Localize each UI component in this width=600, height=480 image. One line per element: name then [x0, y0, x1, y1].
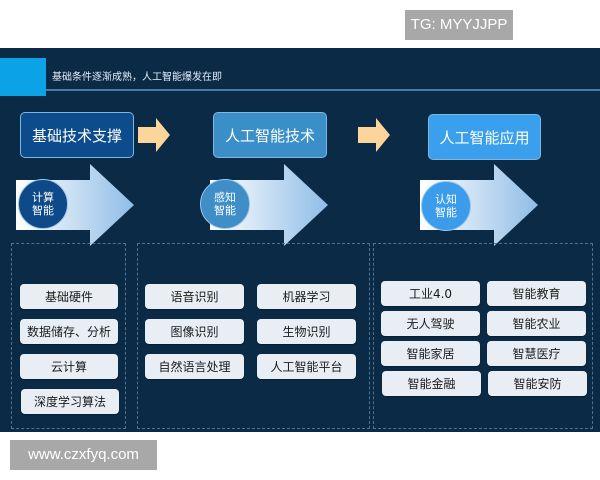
list-item: 智能农业 [487, 311, 586, 336]
list-item: 图像识别 [145, 319, 244, 344]
list-item: 智能安防 [488, 371, 587, 396]
list-item: 自然语言处理 [145, 354, 244, 379]
circle-line: 感知 [214, 191, 236, 204]
watermark-bottom: www.czxfyq.com [10, 440, 157, 470]
header-divider [46, 89, 600, 91]
stage-ai-tech: 人工智能技术 [213, 112, 327, 158]
diagram-title: 基础条件逐渐成熟，人工智能爆发在即 [52, 72, 222, 83]
arrow-right-icon [138, 118, 170, 152]
group-basic-tech: 基础硬件 数据储存、分析 云计算 深度学习算法 [11, 243, 126, 429]
list-item: 工业4.0 [381, 281, 480, 306]
diagram-panel: 基础条件逐渐成熟，人工智能爆发在即 基础技术支撑 人工智能技术 人工智能应用 计… [0, 48, 600, 432]
list-item: 深度学习算法 [21, 389, 119, 414]
list-item: 基础硬件 [20, 284, 118, 309]
circle-line: 智能 [435, 206, 457, 219]
circle-line: 智能 [214, 204, 236, 217]
list-item: 人工智能平台 [257, 354, 356, 379]
list-item: 智能教育 [487, 281, 586, 306]
list-item: 机器学习 [257, 284, 356, 309]
list-item: 生物识别 [257, 319, 356, 344]
circle-perception-intelligence: 感知 智能 [200, 179, 250, 229]
list-item: 语音识别 [145, 284, 244, 309]
circle-line: 认知 [435, 193, 457, 206]
list-item: 智能家居 [381, 341, 480, 366]
circle-line: 智能 [32, 204, 54, 217]
list-item: 智慧医疗 [487, 341, 586, 366]
group-ai-application: 工业4.0 智能教育 无人驾驶 智能农业 智能家居 智慧医疗 智能金融 智能安防 [373, 243, 593, 429]
header-accent-block [0, 58, 46, 96]
list-item: 智能金融 [382, 371, 481, 396]
arrow-right-icon [358, 118, 390, 152]
group-ai-tech: 语音识别 机器学习 图像识别 生物识别 自然语言处理 人工智能平台 [137, 243, 370, 429]
stage-basic-tech: 基础技术支撑 [20, 112, 134, 158]
circle-computing-intelligence: 计算 智能 [18, 179, 68, 229]
list-item: 无人驾驶 [381, 311, 480, 336]
stage-ai-application: 人工智能应用 [428, 114, 541, 160]
watermark-top: TG: MYYJJPP [405, 10, 513, 40]
circle-line: 计算 [32, 191, 54, 204]
circle-cognitive-intelligence: 认知 智能 [421, 181, 471, 231]
list-item: 云计算 [20, 354, 118, 379]
list-item: 数据储存、分析 [20, 319, 118, 344]
